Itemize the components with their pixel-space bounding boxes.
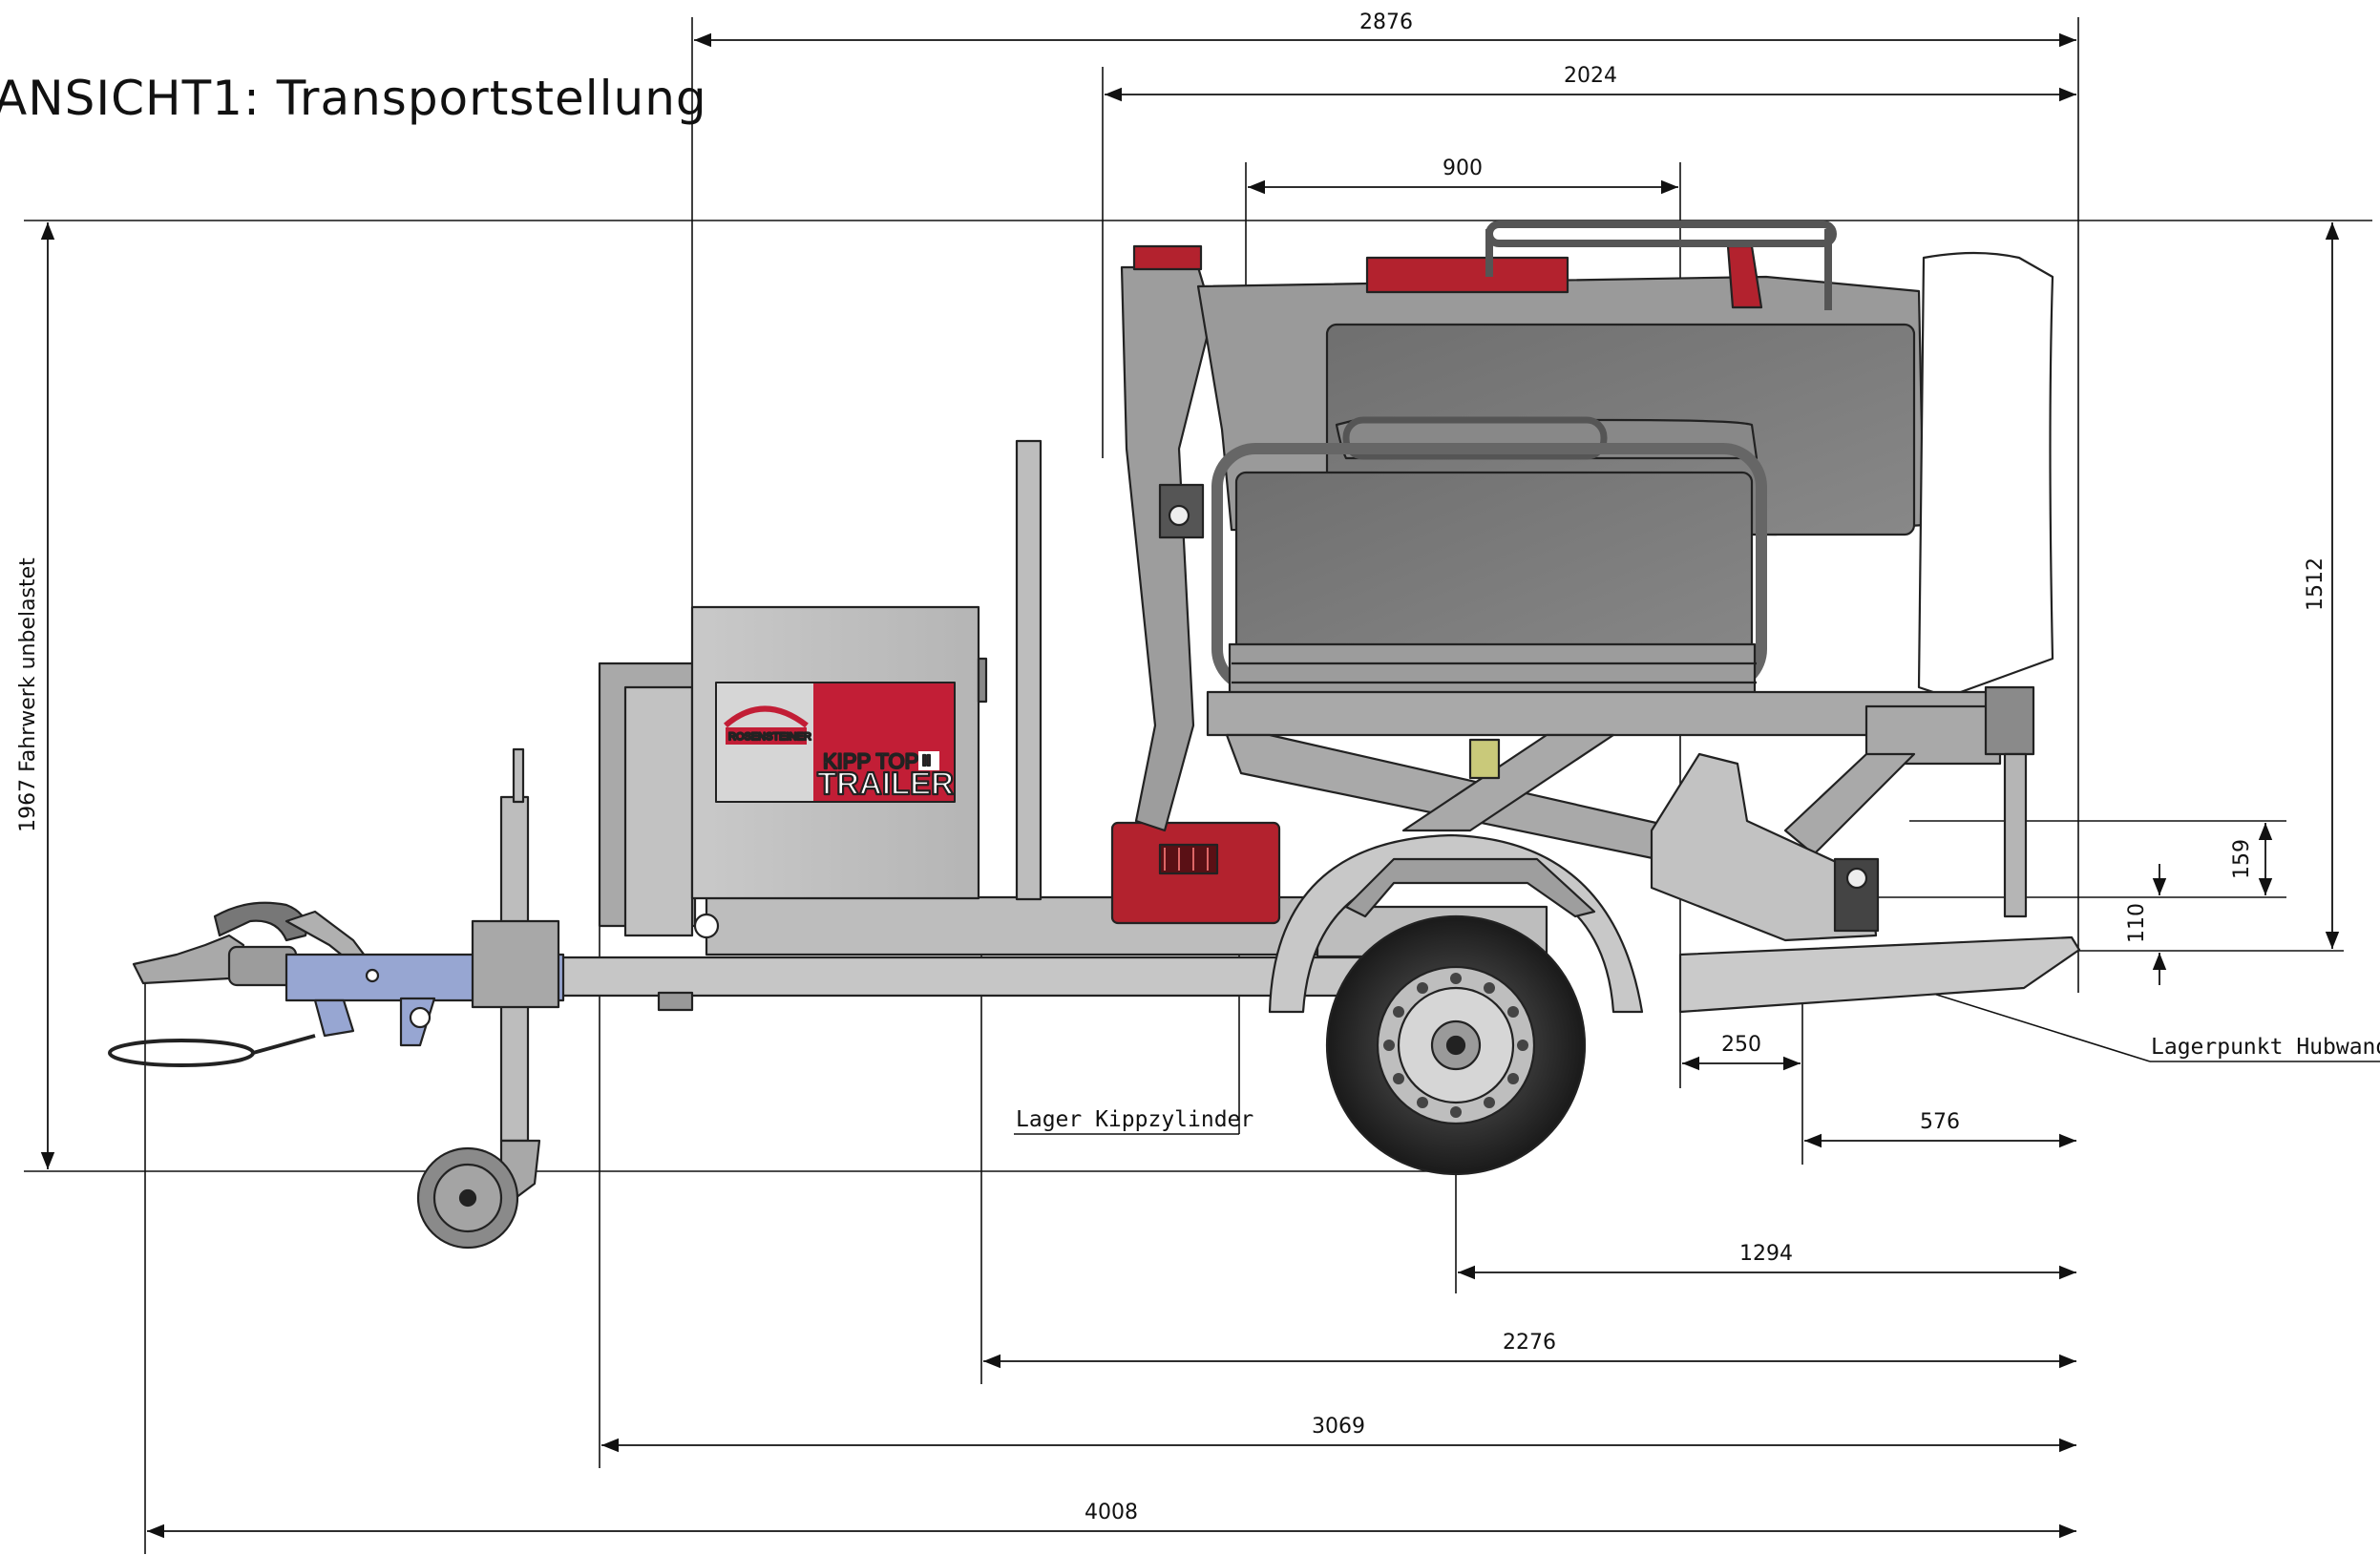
lower-platform — [1206, 416, 2035, 918]
dimension-values: 2876 2024 900 1512 159 110 250 576 1294 … — [16, 11, 2327, 1524]
dim-900: 900 — [1443, 157, 1483, 180]
dim-1512: 1512 — [2304, 557, 2327, 611]
dim-3069: 3069 — [1312, 1415, 1365, 1439]
drawing-title: ANSICHT1: Transportstellung — [0, 71, 707, 126]
scissor-linkage — [1225, 733, 1916, 866]
tilt-mast — [1120, 244, 1214, 832]
hydraulic-tank — [1110, 821, 1281, 925]
dim-576: 576 — [1920, 1110, 1960, 1134]
callout-lagerpunkt-hubwand: Lagerpunkt Hubwand — [2151, 1035, 2380, 1060]
rear-post — [1015, 439, 1043, 901]
jockey-wheel — [416, 747, 560, 1250]
dim-1294: 1294 — [1739, 1242, 1793, 1266]
dim-110: 110 — [2125, 903, 2149, 943]
dim-250: 250 — [1721, 1033, 1761, 1057]
logo-panel: ROSENSTEINER KIPP TOP II TRAILER — [715, 682, 956, 803]
dim-4008: 4008 — [1085, 1501, 1138, 1524]
dimension-lines — [40, 32, 2340, 1539]
callouts: Lager Kippzylinder Lagerpunkt Hubwand — [1014, 823, 2380, 1135]
trailer-illustration: ROSENSTEINER KIPP TOP II TRAILER — [108, 221, 2081, 1250]
logo-brand: ROSENSTEINER — [728, 731, 811, 743]
callout-lager-kippzylinder: Lager Kippzylinder — [1016, 1107, 1253, 1132]
dim-159: 159 — [2230, 839, 2254, 879]
logo-model-mark: II — [922, 753, 931, 769]
logo-model: KIPP TOP — [823, 749, 918, 773]
rear-swing-arm — [1650, 752, 2081, 1014]
main-wheel — [1325, 914, 1587, 1176]
dim-1967-label: 1967 Fahrwerk unbelastet — [16, 557, 40, 832]
dim-2024: 2024 — [1564, 64, 1617, 88]
dim-2876: 2876 — [1359, 11, 1413, 34]
logo-product: TRAILER — [817, 766, 954, 801]
dim-2276: 2276 — [1503, 1331, 1556, 1355]
drawbar — [514, 956, 1367, 998]
